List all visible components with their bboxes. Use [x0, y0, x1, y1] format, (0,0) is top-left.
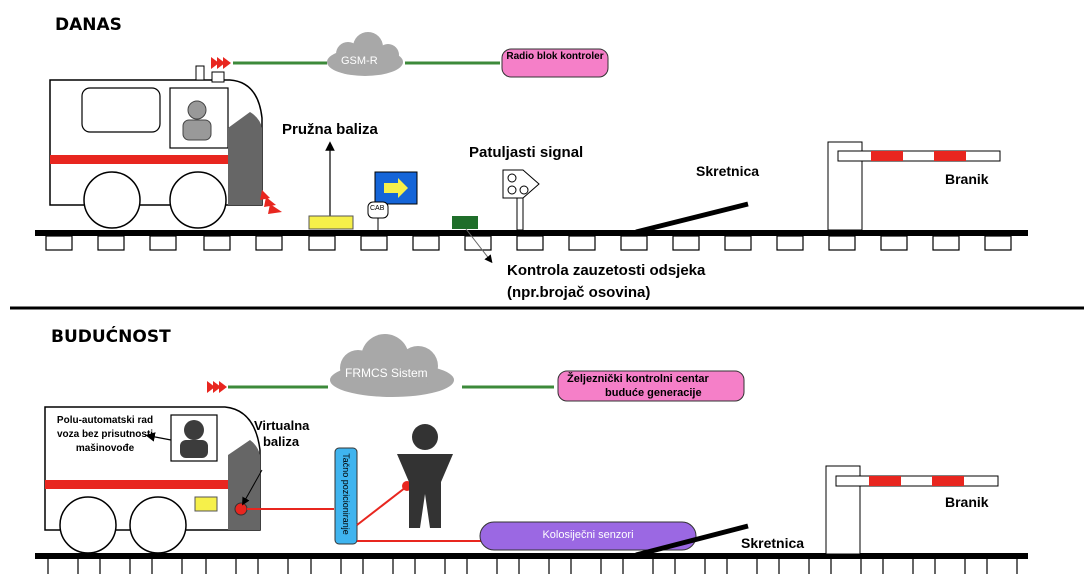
- axle-counter-icon: [452, 216, 478, 229]
- antenna-signal-icon: [211, 57, 231, 69]
- control-center-box: [557, 370, 745, 402]
- level-crossing-label-future: Branik: [945, 494, 989, 510]
- today-section: [35, 32, 1028, 264]
- positioning-box: [334, 447, 358, 545]
- future-train: [44, 406, 261, 554]
- switch-icon: [635, 201, 749, 235]
- gsm-cloud-label: GSM-R: [341, 55, 378, 67]
- future-section: [35, 334, 1028, 574]
- future-track: [35, 553, 1028, 574]
- driver-icon: [180, 420, 208, 458]
- level-crossing-label-today: Branik: [945, 171, 989, 187]
- switch-label-future: Skretnica: [741, 535, 805, 551]
- occupancy-label-line2: (npr.brojač osovina): [507, 284, 651, 301]
- track-balise-label: Pružna baliza: [282, 121, 378, 138]
- dwarf-signal-icon: [502, 169, 540, 231]
- control-center-label-line2: buduće generacije: [605, 387, 702, 399]
- radio-block-label: Radio blok kontroler: [506, 51, 604, 62]
- future-section-title: BUDUĆNOST: [51, 327, 171, 347]
- antenna-signal-icon: [207, 381, 227, 393]
- person-icon: [397, 424, 453, 528]
- track-balise-icon: [308, 215, 354, 230]
- control-center-label-line1: Željeznički kontrolni centar: [567, 373, 709, 385]
- virtual-balise-marker: [234, 502, 248, 516]
- virtual-balise-label: Virtualna baliza: [254, 418, 310, 449]
- today-track: [35, 230, 1028, 251]
- cab-label: CAB: [370, 205, 385, 212]
- frmcs-cloud-icon: [330, 334, 454, 397]
- level-crossing-icon: [825, 465, 999, 555]
- cab-sign-icon: [367, 171, 418, 230]
- positioning-label: Tačno pozicioniranje: [341, 453, 351, 535]
- frmcs-cloud-label: FRMCS Sistem: [345, 366, 428, 380]
- driver-icon: [182, 100, 212, 141]
- switch-label-today: Skretnica: [696, 163, 760, 179]
- switch-icon: [635, 523, 749, 558]
- track-sensors-label: Kolosiječni senzori: [542, 529, 634, 541]
- today-section-title: DANAS: [55, 15, 122, 35]
- level-crossing-icon: [827, 141, 1001, 231]
- today-train: [49, 65, 263, 229]
- gsm-cloud-icon: [327, 32, 403, 76]
- occupancy-label-line1: Kontrola zauzetosti odsjeka: [507, 262, 706, 279]
- track-sensors-box: [479, 521, 697, 551]
- semi-auto-label: Polu-automatski rad voza bez prisutnosti…: [56, 415, 154, 454]
- track-signal-icon: [260, 190, 282, 214]
- dwarf-signal-label: Patuljasti signal: [469, 144, 584, 161]
- radio-block-box: [501, 48, 609, 78]
